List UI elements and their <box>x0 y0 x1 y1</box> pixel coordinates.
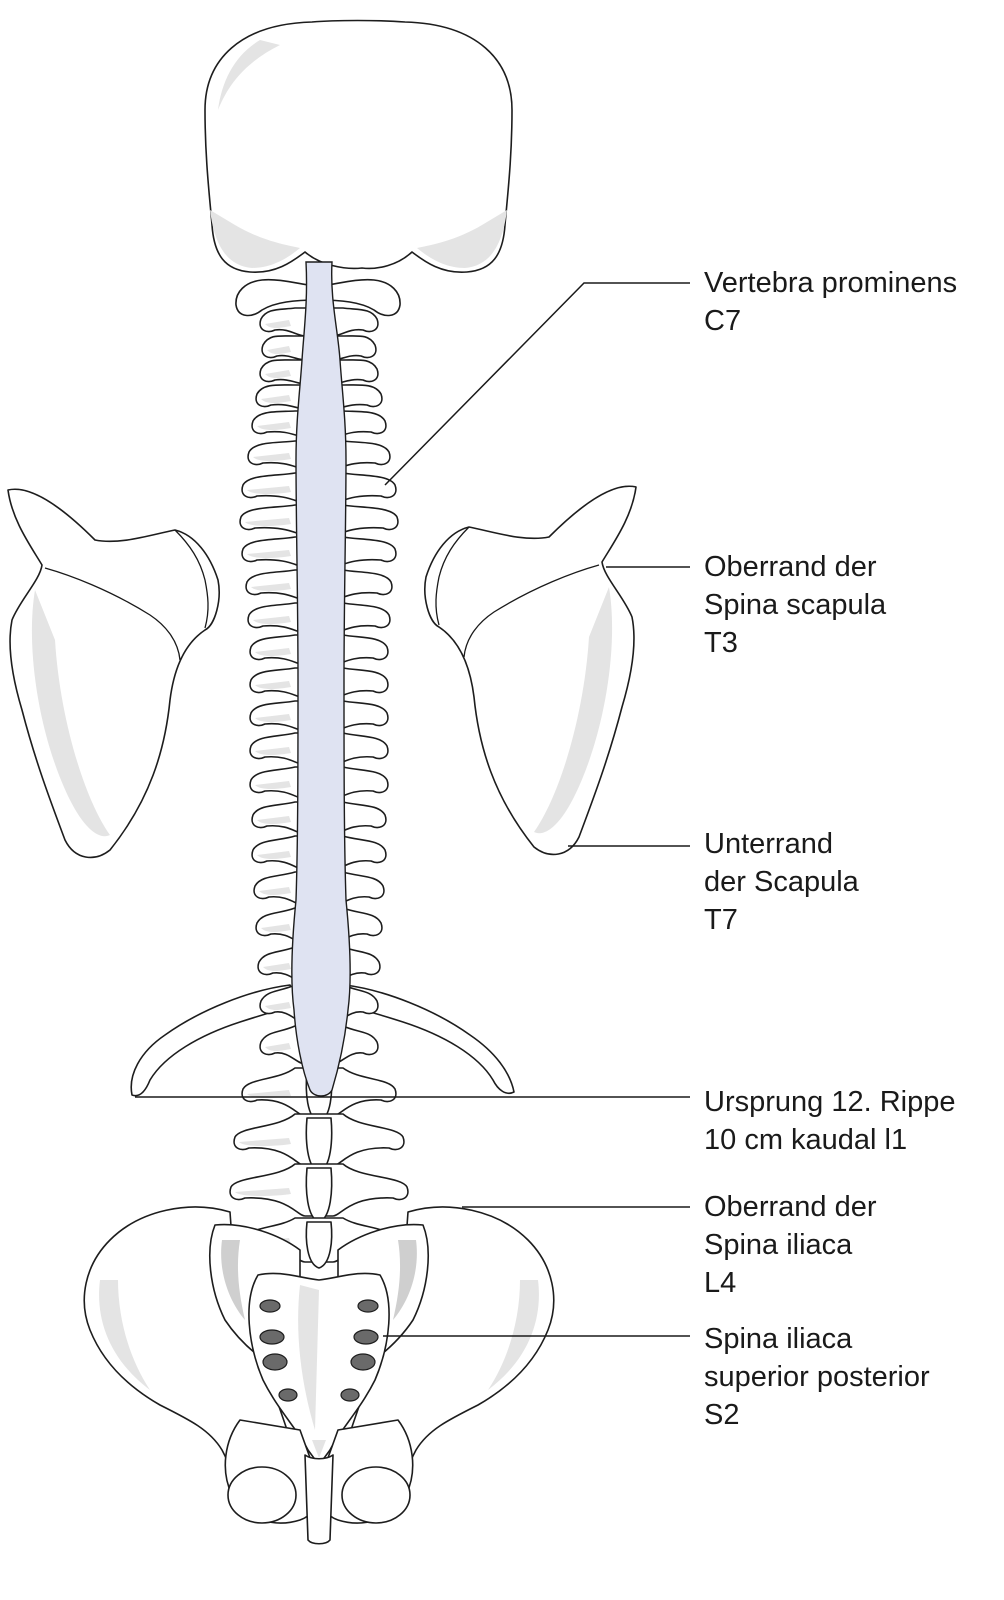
label-rib12: Ursprung 12. Rippe 10 cm kaudal l1 <box>704 1083 955 1159</box>
label-t7-line3: T7 <box>704 904 738 936</box>
label-l4: Oberrand der Spina iliaca L4 <box>704 1188 877 1302</box>
label-t7: Unterrand der Scapula T7 <box>704 825 859 939</box>
vertebra-shading <box>247 550 291 558</box>
label-rib12-line1: Ursprung 12. Rippe <box>704 1086 956 1118</box>
skull <box>204 19 513 273</box>
label-rib12-line2: 10 cm kaudal l1 <box>704 1124 908 1156</box>
vertebra-shading <box>265 1043 291 1051</box>
vertebra-shading <box>235 1188 291 1196</box>
label-t7-line2: der Scapula <box>704 866 859 898</box>
vertebra-shading <box>263 963 291 971</box>
label-s2-line3: S2 <box>704 1399 740 1431</box>
label-s2-line2: superior posterior <box>704 1361 930 1393</box>
vertebra-shading <box>257 851 291 859</box>
vertebra-shading <box>265 370 291 378</box>
label-t7-line1: Unterrand <box>704 828 833 860</box>
label-t3-line3: T3 <box>704 627 738 659</box>
pelvis <box>83 1206 555 1545</box>
vertebra-shading <box>257 422 291 430</box>
vertebra-shading <box>253 616 291 624</box>
vertebra-shading <box>247 486 291 494</box>
vertebra-shading <box>267 346 291 354</box>
label-s2-line1: Spina iliaca <box>704 1323 853 1355</box>
vertebra-shading <box>261 924 291 932</box>
right-scapula <box>424 485 637 856</box>
label-t3-line2: Spina scapula <box>704 589 887 621</box>
vertebra-shading <box>245 518 291 526</box>
leader-lines <box>135 282 690 1337</box>
vertebra-shading <box>255 648 291 656</box>
label-l4-line2: Spina iliaca <box>704 1229 853 1261</box>
label-l4-line3: L4 <box>704 1267 737 1299</box>
twelfth-ribs <box>130 984 515 1097</box>
vertebra-shading <box>255 681 291 689</box>
spinous-process <box>305 1221 333 1269</box>
vertebra-shading <box>255 747 291 755</box>
vertebra-shading <box>253 453 291 461</box>
vertebra-shading <box>255 781 291 789</box>
label-c7-line2: C7 <box>704 305 742 337</box>
spinal-cord <box>291 261 351 1097</box>
label-l4-line1: Oberrand der <box>704 1191 877 1223</box>
label-t3: Oberrand der Spina scapula T3 <box>704 548 886 662</box>
leader-c7 <box>384 282 690 486</box>
label-c7: Vertebra prominens C7 <box>704 264 957 340</box>
label-s2: Spina iliaca superior posterior S2 <box>704 1320 930 1434</box>
vertebra-shading <box>251 583 291 591</box>
label-t3-line1: Oberrand der <box>704 551 877 583</box>
vertebra-shading <box>265 1002 291 1010</box>
vertebra-shading <box>255 714 291 722</box>
left-scapula <box>7 488 220 859</box>
vertebra-shading <box>239 1138 291 1146</box>
label-c7-line1: Vertebra prominens <box>704 267 958 299</box>
vertebra-shading <box>259 887 291 895</box>
vertebra-shading <box>247 1090 291 1098</box>
vertebra-shading <box>257 816 291 824</box>
vertebra-shading <box>265 320 291 328</box>
vertebra-shading <box>261 395 291 403</box>
